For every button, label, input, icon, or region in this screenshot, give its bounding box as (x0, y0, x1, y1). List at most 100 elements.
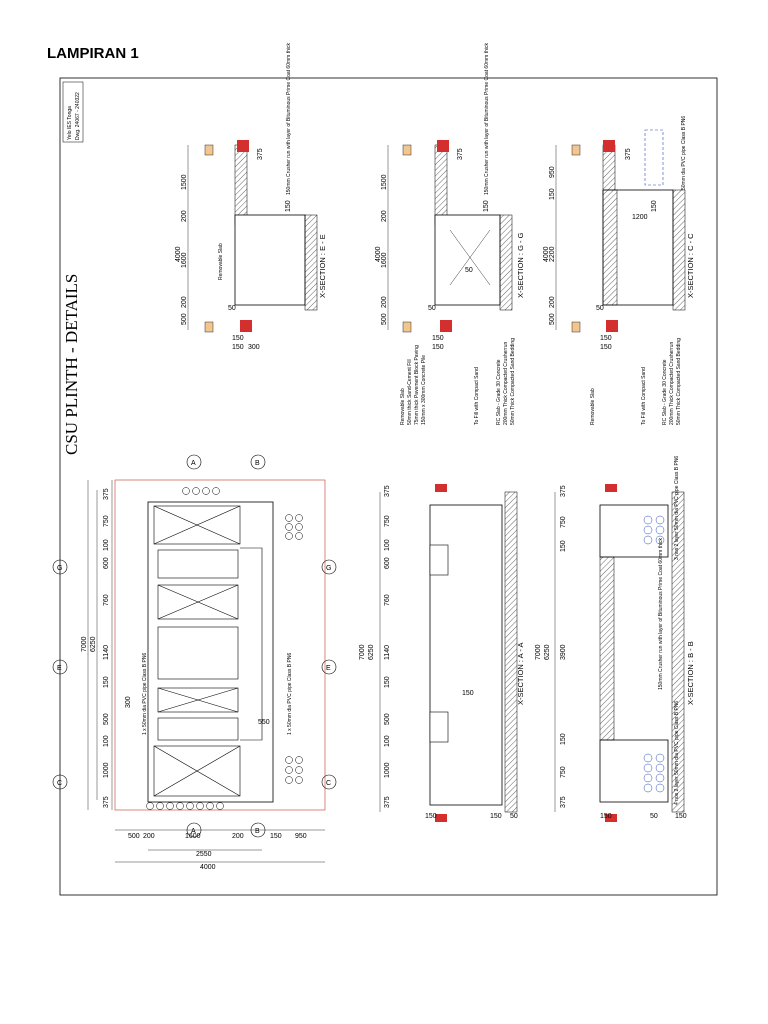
aa-dim-0: 375 (384, 485, 391, 497)
plan-dim-5: 1140 (103, 645, 110, 660)
gg-ground-top (434, 144, 448, 226)
plan-dim-550: 550 (258, 719, 270, 726)
bb-dim-inner: 6250 (544, 644, 551, 660)
bb-dim-total: 7000 (535, 644, 542, 660)
bb-chamber-top (599, 504, 669, 558)
ee-kerb-bottom (240, 320, 252, 332)
plan-outline (114, 479, 326, 811)
plan-dim-b5: 950 (295, 833, 307, 840)
plan-pipe-note-left: 1 x 50mm dia PVC pipe Class B PN6 (142, 653, 148, 735)
gg-small-2: 375 (457, 148, 464, 160)
chamber-5-cross-b (157, 687, 239, 713)
gg-cross-b (449, 229, 491, 286)
bb-small-0: 150 (600, 813, 612, 820)
chamber-7-cross-b (153, 745, 241, 797)
chamber-6 (157, 717, 239, 741)
section-aa: 375 750 100 600 760 1140 150 500 100 100… (359, 338, 525, 822)
plan-dim-3: 600 (103, 557, 110, 569)
cc-dim-inner: 1200 (632, 214, 648, 221)
plan-dim-7: 500 (103, 713, 110, 725)
bb-dim-4: 150 (560, 733, 567, 745)
gg-dim-4: 1500 (381, 174, 388, 190)
plan-dim-8: 100 (103, 735, 110, 747)
ee-small-3: 375 (257, 148, 264, 160)
plan-dim-b0: 500 (128, 833, 140, 840)
aa-dim-2: 100 (384, 539, 391, 551)
ee-post-bottom (204, 321, 214, 333)
plan-dim-inner: 6250 (90, 636, 97, 652)
cc-dim-0: 500 (549, 313, 556, 325)
plan-dim-1: 750 (103, 515, 110, 527)
gg-chamber (434, 214, 501, 306)
aa-small-1: 150 (490, 813, 502, 820)
plan-dim-b2: 1600 (185, 833, 201, 840)
gg-dim-2: 1600 (381, 252, 388, 268)
ee-dim-0: 500 (181, 313, 188, 325)
aa-pit-1 (429, 544, 449, 576)
marker-b-bottom: B (255, 828, 260, 835)
bb-kerb-top (605, 484, 617, 492)
plan-dim-4: 760 (103, 594, 110, 606)
plan-dim-300: 300 (125, 696, 132, 708)
bb-dim-0: 375 (560, 485, 567, 497)
aa-spec-2: 50mm Thick Compacted Sand Bedding (510, 338, 516, 425)
bb-note-3: 4 nos 2 layer 50mm dia PVC pipe Class B … (674, 701, 680, 805)
cc-note-0: 50mm dia PVC pipe Class B PN6 (681, 116, 687, 190)
ee-small-4: 50 (228, 305, 236, 312)
cc-kerb-top (603, 140, 615, 152)
gg-note-0: 150mm Crusher run with layer of Bitumino… (484, 43, 490, 195)
ee-chamber (234, 214, 306, 306)
marker-g-right: G (326, 565, 331, 572)
aa-label: X-SECTION : A - A (516, 642, 525, 705)
chamber-1 (153, 505, 241, 545)
bb-ground (671, 491, 685, 813)
ee-dim-1: 200 (181, 296, 188, 308)
plan-chambers (153, 505, 263, 797)
plan-dim-b1: 200 (143, 833, 155, 840)
plan-dim-width-total: 4000 (200, 864, 216, 871)
cc-dim-4: 950 (549, 166, 556, 178)
cc-pipe-box (644, 129, 664, 186)
ee-label: X-SECTION : E - E (318, 234, 327, 298)
gg-kerb-bottom (440, 320, 452, 332)
ee-post-top (204, 144, 214, 156)
aa-dim-total: 7000 (359, 644, 366, 660)
aa-spec-1: 200mm Thick Compacted Crusherrun (503, 342, 509, 425)
aa-dim-7: 500 (384, 713, 391, 725)
aa-fill-note: To Fill with Compact Sand (474, 367, 480, 425)
gg-dim-1: 200 (381, 296, 388, 308)
ee-note-0: Removable Slab (218, 243, 224, 280)
ee-small-1: 150 (232, 344, 244, 351)
bb-pipes-top (643, 515, 665, 545)
plan-dim-b3: 200 (232, 833, 244, 840)
gg-small-0: 150 (432, 335, 444, 342)
aa-dim-9: 1000 (384, 762, 391, 778)
plan-dim-total: 7000 (81, 636, 88, 652)
chamber-7 (153, 745, 241, 797)
plan-step (240, 547, 263, 741)
cc-dim-3: 150 (549, 188, 556, 200)
marker-e-right: E (326, 665, 331, 672)
document-heading: LAMPIRAN 1 (47, 45, 139, 62)
cc-small-2: 375 (625, 148, 632, 160)
bb-dim-6: 375 (560, 796, 567, 808)
aa-dim-10: 375 (384, 796, 391, 808)
gg-label: X-SECTION : G - G (516, 232, 525, 298)
cc-bedding (672, 189, 686, 311)
cc-dim-2: 2200 (549, 246, 556, 262)
marker-e-left: E (57, 665, 62, 672)
marker-b-top: B (255, 460, 260, 467)
cc-small-1: 150 (600, 344, 612, 351)
sheet-border (59, 77, 718, 896)
ee-dim-3: 200 (181, 210, 188, 222)
bb-spec-1: 200mm Thick Compacted Crusherrun (669, 342, 675, 425)
plan-dim-9: 1000 (103, 762, 110, 778)
bb-dim-5: 750 (560, 766, 567, 778)
aa-kerb-bottom (435, 814, 447, 822)
gg-dim-0: 500 (381, 313, 388, 325)
title-block-line-2: Dwg. 24067 - 240322 (75, 92, 81, 140)
section-bb: 375 750 150 3900 150 750 375 7000 6250 X… (535, 338, 695, 822)
gg-post-top (402, 144, 412, 156)
ee-small-2: 300 (248, 344, 260, 351)
bb-small-1: 50 (650, 813, 658, 820)
